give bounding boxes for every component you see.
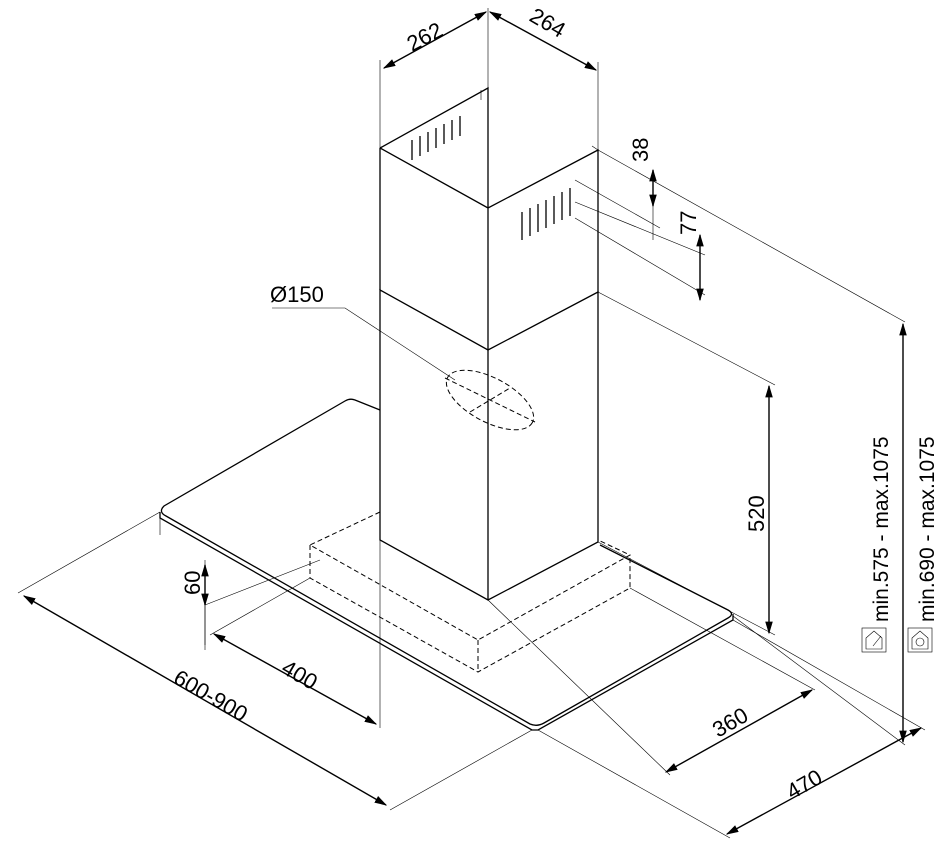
dim-77: 77 [676,211,701,235]
dim-262: 262 [403,17,447,56]
dim-520: 520 [744,495,769,532]
chimney-depth-dimension: 360 [487,587,816,776]
house-recirculation-icon [907,627,933,653]
overall-height-dimension: min.575 - max.1075 min.690 - max.1075 [732,322,939,746]
vent-slots-front [521,188,571,240]
height-range-extraction: min.575 - max.1075 [861,436,893,653]
top-width-dimensions: 262 264 [379,3,599,150]
house-extraction-icon [861,627,887,653]
vent-dimensions: 38 77 [574,138,906,323]
glass-canopy [159,398,734,731]
outlet-diameter-label: Ø150 [270,282,324,307]
upper-chimney [379,86,599,350]
hood-width-dimension: 600-900 [17,511,533,811]
lower-chimney [379,288,599,601]
height-range-recirculation: min.690 - max.1075 [907,436,939,653]
dim-60: 60 [180,571,205,595]
dim-38: 38 [628,138,653,162]
glass-thickness-dimension: 60 [159,512,209,650]
dim-360: 360 [708,702,752,742]
vent-slots-back [411,116,461,160]
air-outlet: Ø150 [270,282,536,431]
height-range-recirculation-label: min.690 - max.1075 [916,436,939,622]
dim-264: 264 [526,3,570,43]
motor-box-hidden [308,511,632,673]
dim-600-900: 600-900 [170,665,252,727]
dim-400: 400 [278,655,322,695]
dim-470: 470 [782,764,826,804]
height-range-extraction-label: min.575 - max.1075 [870,436,893,622]
lower-chimney-height-dimension: 520 [597,291,776,636]
